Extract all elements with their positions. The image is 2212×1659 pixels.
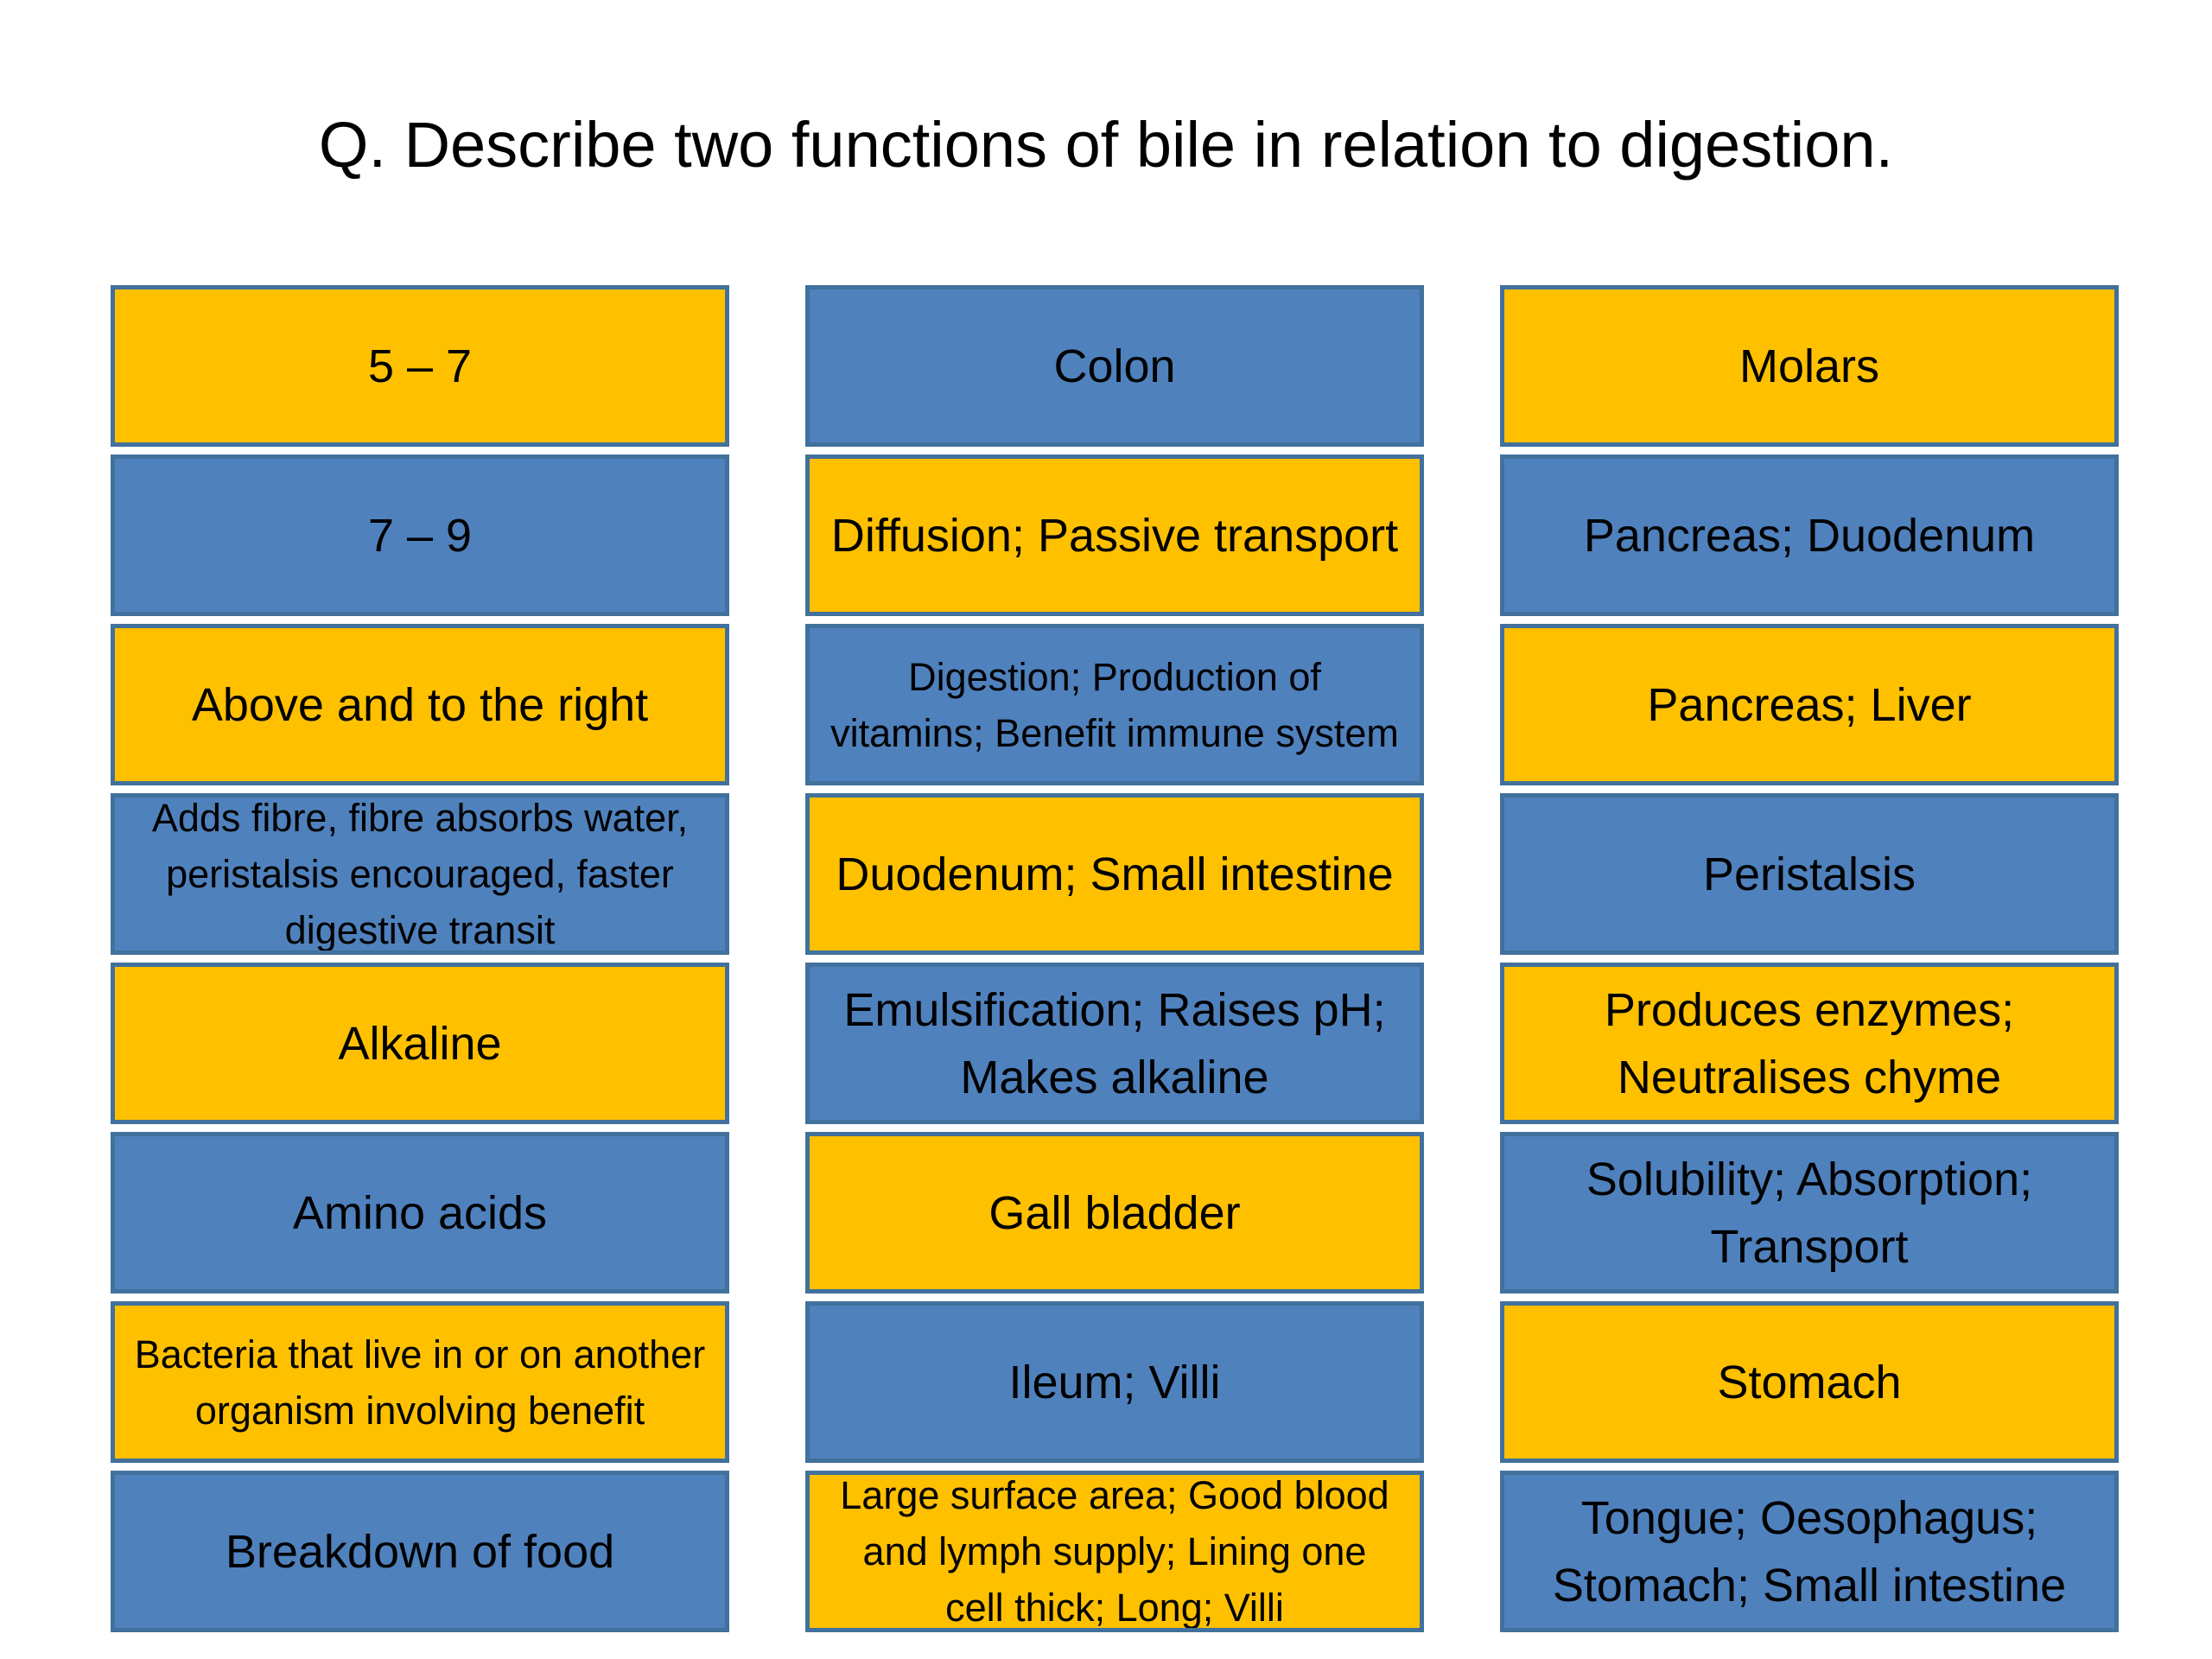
answer-card-text: Large surface area; Good blood and lymph…: [840, 1473, 1389, 1630]
answer-card[interactable]: Breakdown of food: [111, 1471, 729, 1632]
answer-card-text: Diffusion; Passive transport: [830, 509, 1399, 562]
answer-card-text: Above and to the right: [191, 678, 649, 731]
answer-card-text: Breakdown of food: [225, 1525, 615, 1578]
answer-card-text: Alkaline: [338, 1017, 502, 1070]
question-title: Q. Describe two functions of bile in rel…: [318, 109, 1894, 181]
answer-card-text: Tongue; Oesophagus; Stomach; Small intes…: [1552, 1491, 2067, 1611]
answer-card-text: Emulsification; Raises pH; Makes alkalin…: [843, 983, 1386, 1103]
answer-card[interactable]: Alkaline: [111, 963, 729, 1124]
answer-card[interactable]: Diffusion; Passive transport: [805, 454, 1424, 616]
answer-card-text: Amino acids: [292, 1186, 548, 1239]
answer-card[interactable]: Above and to the right: [111, 624, 729, 785]
answer-card[interactable]: 7 – 9: [111, 454, 729, 616]
answer-card-text: Peristalsis: [1702, 848, 1916, 900]
answer-card[interactable]: Digestion; Production of vitamins; Benef…: [805, 624, 1424, 785]
card-column-2: Colon Diffusion; Passive transport Diges…: [805, 285, 1424, 1632]
answer-card-grid: 5 – 7 7 – 9 Above and to the right Adds …: [111, 285, 2119, 1632]
answer-card[interactable]: Adds fibre, fibre absorbs water, perista…: [111, 793, 729, 955]
answer-card[interactable]: Large surface area; Good blood and lymph…: [805, 1471, 1424, 1632]
answer-card-text: Digestion; Production of vitamins; Benef…: [830, 654, 1399, 755]
answer-card[interactable]: Emulsification; Raises pH; Makes alkalin…: [805, 963, 1424, 1124]
answer-card[interactable]: Solubility; Absorption; Transport: [1500, 1132, 2119, 1294]
answer-card-text: Produces enzymes; Neutralises chyme: [1604, 983, 2015, 1103]
answer-card-text: Adds fibre, fibre absorbs water, perista…: [151, 796, 689, 952]
answer-card[interactable]: Produces enzymes; Neutralises chyme: [1500, 963, 2119, 1124]
answer-card[interactable]: Bacteria that live in or on another orga…: [111, 1301, 729, 1463]
answer-card[interactable]: Stomach: [1500, 1301, 2119, 1463]
card-column-1: 5 – 7 7 – 9 Above and to the right Adds …: [111, 285, 729, 1632]
answer-card-text: Colon: [1053, 340, 1176, 392]
answer-card-text: Stomach: [1717, 1356, 1902, 1408]
answer-card[interactable]: 5 – 7: [111, 285, 729, 447]
answer-card[interactable]: Colon: [805, 285, 1424, 447]
answer-card[interactable]: Duodenum; Small intestine: [805, 793, 1424, 955]
answer-card-text: Pancreas; Duodenum: [1583, 509, 2036, 562]
answer-card[interactable]: Amino acids: [111, 1132, 729, 1294]
answer-card-text: Solubility; Absorption; Transport: [1586, 1153, 2033, 1273]
answer-card-text: 5 – 7: [367, 340, 473, 392]
answer-card[interactable]: Gall bladder: [805, 1132, 1424, 1294]
answer-card-text: Ileum; Villi: [1008, 1356, 1221, 1408]
answer-card[interactable]: Molars: [1500, 285, 2119, 447]
card-column-3: Molars Pancreas; Duodenum Pancreas; Live…: [1500, 285, 2119, 1632]
answer-card[interactable]: Pancreas; Duodenum: [1500, 454, 2119, 616]
answer-card-text: Bacteria that live in or on another orga…: [134, 1332, 706, 1433]
answer-card[interactable]: Ileum; Villi: [805, 1301, 1424, 1463]
answer-card-text: Gall bladder: [988, 1186, 1241, 1239]
answer-card-text: Pancreas; Liver: [1647, 678, 1972, 731]
answer-card-text: 7 – 9: [367, 509, 473, 562]
answer-card[interactable]: Pancreas; Liver: [1500, 624, 2119, 785]
answer-card[interactable]: Tongue; Oesophagus; Stomach; Small intes…: [1500, 1471, 2119, 1632]
answer-card[interactable]: Peristalsis: [1500, 793, 2119, 955]
answer-card-text: Molars: [1738, 340, 1880, 392]
answer-card-text: Duodenum; Small intestine: [836, 848, 1394, 900]
